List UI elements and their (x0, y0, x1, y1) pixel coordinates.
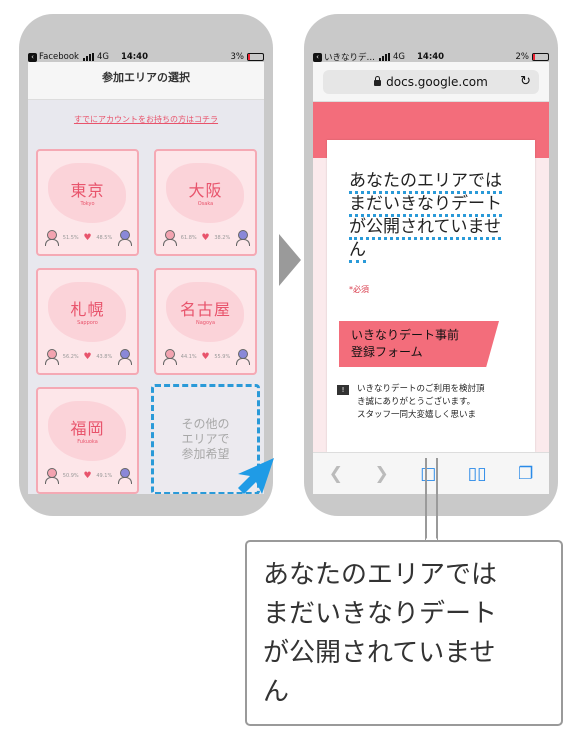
male-icon (235, 230, 250, 246)
area-roman: Osaka (197, 201, 214, 207)
tap-pointer-icon (238, 458, 274, 494)
male-ratio: 38.2% (214, 235, 231, 241)
male-icon (117, 468, 132, 484)
info-icon: ! (337, 385, 349, 395)
share-icon[interactable]: □ (420, 463, 437, 484)
area-selection-body: すでにアカウントをお持ちの方はコチラ 東京 Tokyo 51.5% ♥ 48.5… (28, 100, 264, 494)
lock-icon (374, 76, 382, 86)
female-icon (44, 230, 59, 246)
status-app-name[interactable]: Facebook (39, 52, 79, 62)
right-phone-frame: ‹ いきなりデ… 4G 14:40 2% docs.google.com ↻ あ… (304, 14, 558, 516)
zoomed-title-callout: あなたのエリアでは まだいきなりデート が公開されていませ ん (245, 540, 563, 726)
network-type: 4G (393, 52, 406, 62)
female-ratio: 44.1% (180, 354, 197, 360)
area-roman: Sapporo (77, 320, 98, 326)
url-field[interactable]: docs.google.com ↻ (323, 70, 539, 94)
map-silhouette (48, 401, 126, 461)
heart-icon: ♥ (201, 233, 210, 243)
area-name: 東京 (70, 181, 105, 200)
status-time: 14:40 (417, 52, 445, 62)
signal-icon (82, 53, 94, 61)
battery-percent: 2% (515, 52, 530, 62)
left-screen: 参加エリアの選択 すでにアカウントをお持ちの方はコチラ 東京 Tokyo 51.… (28, 62, 264, 494)
area-card-osaka[interactable]: 大阪 Osaka 61.8% ♥ 38.2% (154, 149, 257, 256)
existing-account-link[interactable]: すでにアカウントをお持ちの方はコチラ (73, 115, 219, 124)
area-card-other[interactable]: その他の エリアで 参加希望 (151, 384, 260, 494)
map-silhouette (48, 282, 126, 342)
gender-ratio: 44.1% ♥ 55.9% (162, 349, 250, 365)
area-name: 札幌 (70, 300, 105, 319)
tabs-icon[interactable]: ❐ (517, 463, 534, 484)
browser-toolbar: ❮ ❯ □ ▯▯ ❐ (313, 452, 549, 494)
battery-icon (532, 53, 549, 61)
female-ratio: 50.9% (62, 473, 79, 479)
male-icon (235, 349, 250, 365)
male-ratio: 49.1% (96, 473, 113, 479)
female-ratio: 51.5% (62, 235, 79, 241)
area-roman: Fukuoka (77, 439, 98, 445)
heart-icon: ♥ (83, 233, 92, 243)
area-card-tokyo[interactable]: 東京 Tokyo 51.5% ♥ 48.5% (36, 149, 139, 256)
bookmarks-icon[interactable]: ▯▯ (467, 463, 487, 484)
gender-ratio: 56.2% ♥ 43.8% (44, 349, 132, 365)
status-app-name[interactable]: いきなりデ… (324, 53, 376, 63)
form-section-header: いきなりデート事前 登録フォーム (339, 321, 499, 367)
required-note: *必須 (349, 285, 369, 294)
area-name: 福岡 (70, 419, 105, 438)
reload-icon[interactable]: ↻ (520, 74, 531, 89)
heart-icon: ♥ (201, 352, 210, 362)
form-title: あなたのエリアでは まだいきなりデート が公開されていませ ん (349, 170, 517, 263)
gender-ratio: 61.8% ♥ 38.2% (162, 230, 250, 246)
back-icon[interactable]: ❮ (328, 463, 343, 484)
form-description: ! いきなりデートのご利用を検討頂 き誠にありがとうございます。 スタッフ一同大… (337, 383, 525, 422)
signal-icon (379, 53, 391, 61)
google-form: あなたのエリアでは まだいきなりデート が公開されていませ ん *必須 いきなり… (313, 102, 549, 452)
battery-icon (247, 53, 264, 61)
heart-icon: ♥ (83, 352, 92, 362)
status-bar: ‹ Facebook 4G 14:40 3% (28, 51, 264, 63)
area-card-fukuoka[interactable]: 福岡 Fukuoka 50.9% ♥ 49.1% (36, 387, 139, 494)
right-screen: docs.google.com ↻ あなたのエリアでは まだいきなりデート が公… (313, 62, 549, 494)
forward-icon[interactable]: ❯ (374, 463, 389, 484)
area-card-sapporo[interactable]: 札幌 Sapporo 56.2% ♥ 43.8% (36, 268, 139, 375)
heart-icon: ♥ (83, 471, 92, 481)
page-title: 参加エリアの選択 (28, 62, 264, 100)
female-icon (162, 349, 177, 365)
map-silhouette (48, 163, 126, 223)
area-roman: Tokyo (80, 201, 95, 207)
area-card-nagoya[interactable]: 名古屋 Nagoya 44.1% ♥ 55.9% (154, 268, 257, 375)
form-sheet: あなたのエリアでは まだいきなりデート が公開されていませ ん *必須 いきなり… (327, 140, 535, 452)
male-ratio: 43.8% (96, 354, 113, 360)
female-icon (44, 468, 59, 484)
gender-ratio: 50.9% ♥ 49.1% (44, 468, 132, 484)
area-roman: Nagoya (195, 320, 216, 326)
male-icon (117, 349, 132, 365)
map-silhouette (166, 163, 244, 223)
male-ratio: 55.9% (214, 354, 231, 360)
status-time: 14:40 (120, 52, 149, 62)
left-phone-frame: ‹ Facebook 4G 14:40 3% 参加エリアの選択 すでにアカウント… (19, 14, 273, 516)
female-ratio: 61.8% (180, 235, 197, 241)
status-bar: ‹ いきなりデ… 4G 14:40 2% (313, 51, 549, 63)
area-name: 名古屋 (179, 300, 231, 319)
url-text: docs.google.com (386, 75, 488, 89)
male-ratio: 48.5% (96, 235, 113, 241)
back-to-app-icon[interactable]: ‹ (28, 52, 37, 62)
female-ratio: 56.2% (62, 354, 79, 360)
map-silhouette (166, 282, 244, 342)
male-icon (117, 230, 132, 246)
network-type: 4G (96, 52, 109, 62)
browser-address-bar: docs.google.com ↻ (313, 62, 549, 102)
gender-ratio: 51.5% ♥ 48.5% (44, 230, 132, 246)
female-icon (44, 349, 59, 365)
female-icon (162, 230, 177, 246)
back-to-app-icon[interactable]: ‹ (313, 52, 322, 62)
battery-percent: 3% (230, 52, 245, 62)
area-name: 大阪 (188, 181, 223, 200)
other-area-label: その他の エリアで 参加希望 (181, 417, 230, 461)
flow-arrow-icon (279, 234, 301, 286)
